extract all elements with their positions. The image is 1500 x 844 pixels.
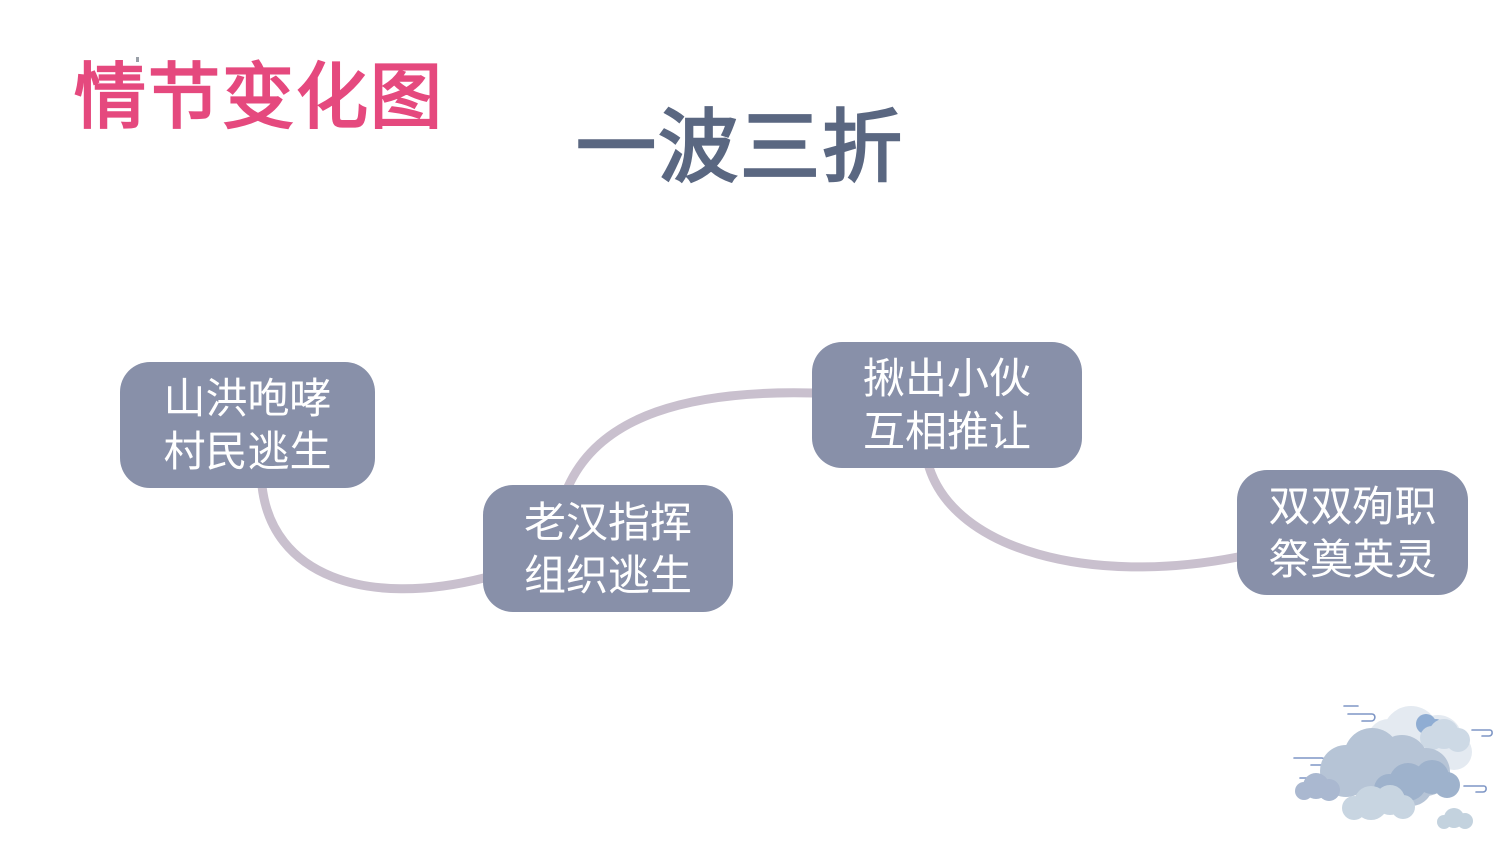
- stray-speck: [136, 57, 139, 62]
- cloud-icon: [1420, 719, 1470, 752]
- flow-node-3-line1: 揪出小伙: [862, 355, 1031, 402]
- flow-node-3: 揪出小伙 互相推让: [812, 342, 1082, 468]
- flow-node-2-line1: 老汉指挥: [523, 498, 692, 546]
- flow-node-4-line1: 双双殉职: [1268, 482, 1437, 530]
- connector-node3-node4: [924, 462, 1243, 572]
- connector-node2-node3: [563, 388, 818, 492]
- flow-node-4: 双双殉职 祭奠英灵: [1237, 470, 1468, 595]
- cloud-cluster-icon: [1293, 705, 1493, 829]
- flow-node-1-line2: 村民逃生: [163, 428, 332, 475]
- connector-node1-node2: [257, 481, 489, 594]
- slide-title: 情节变化图: [74, 58, 445, 138]
- flow-node-1: 山洪咆哮 村民逃生: [120, 362, 375, 488]
- flow-node-1-line1: 山洪咆哮: [163, 375, 332, 422]
- cloud-icon: [1295, 773, 1340, 801]
- slide-subtitle: 一波三折: [576, 103, 904, 192]
- flow-node-2-line2: 组织逃生: [523, 551, 692, 599]
- cloud-icon: [1437, 808, 1473, 829]
- flow-node-4-line2: 祭奠英灵: [1268, 535, 1437, 583]
- flow-node-3-line2: 互相推让: [862, 408, 1031, 455]
- flow-node-2: 老汉指挥 组织逃生: [483, 485, 733, 612]
- cloud-icon: [1342, 785, 1415, 820]
